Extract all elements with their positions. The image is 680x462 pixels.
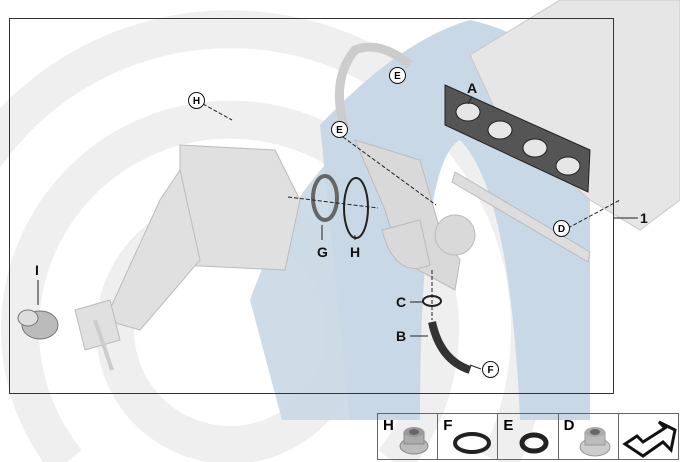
callout-f[interactable]: F [482, 361, 499, 378]
flange-nut-icon [399, 427, 429, 455]
manifold-flange [451, 171, 591, 263]
legend-key: H [383, 417, 394, 434]
clamp-i [17, 309, 59, 340]
callout-c[interactable]: C [396, 294, 407, 310]
callout-g[interactable]: G [317, 244, 328, 260]
leader-lines [37, 96, 638, 370]
callout-assembly[interactable]: 1 [640, 210, 648, 226]
callout-d[interactable]: D [553, 220, 570, 237]
assembly-frame [9, 18, 614, 394]
legend-item-h[interactable]: H [378, 414, 439, 459]
manifold-gasket [444, 84, 591, 193]
callout-i[interactable]: I [35, 262, 39, 278]
leader-lines-dashed [202, 103, 621, 320]
callout-e-top[interactable]: E [389, 67, 406, 84]
next-page-button[interactable] [619, 414, 678, 459]
flange-nut-icon [579, 427, 611, 457]
oil-return-pipe [428, 321, 472, 374]
legend-key: F [443, 417, 453, 434]
callout-h-ring[interactable]: H [350, 244, 361, 260]
legend-item-d[interactable]: D [559, 414, 619, 459]
arrow-next-icon [622, 420, 677, 458]
callout-e-mid[interactable]: E [331, 121, 348, 138]
v-band-clamp [311, 174, 339, 222]
legend-key: E [503, 417, 514, 434]
oil-line [334, 42, 413, 132]
callout-b[interactable]: B [396, 328, 407, 344]
o-ring-icon [453, 432, 492, 454]
legend-item-f[interactable]: F [438, 414, 499, 459]
callout-h-top[interactable]: H [188, 92, 205, 109]
catalytic-converter [74, 144, 301, 371]
legend-item-e[interactable]: E [498, 414, 559, 459]
legend-key: D [563, 417, 575, 434]
seal-ring [343, 177, 369, 239]
turbocharger [354, 139, 476, 291]
callout-a[interactable]: A [467, 80, 478, 96]
parts-legend: H F E D [377, 413, 679, 460]
o-ring-small-icon [519, 432, 549, 454]
